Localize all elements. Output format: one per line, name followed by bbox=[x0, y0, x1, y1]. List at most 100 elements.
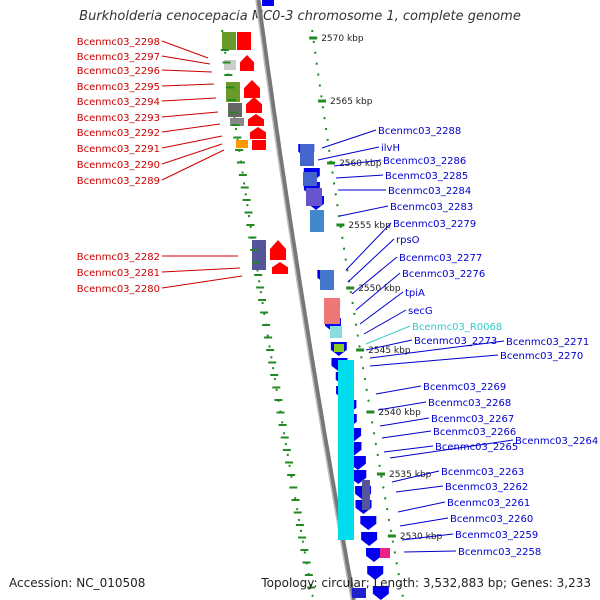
left-gene-label[interactable]: Bcenmc03_2289 bbox=[77, 176, 160, 187]
left-gene-label[interactable]: Bcenmc03_2298 bbox=[77, 37, 160, 48]
gene-block bbox=[230, 118, 244, 126]
reverse-gene-arrow bbox=[361, 532, 378, 546]
gene-leader-line bbox=[379, 417, 430, 427]
chromosome-backbone bbox=[255, 0, 356, 600]
left-gene-label[interactable]: Bcenmc03_2290 bbox=[77, 160, 160, 171]
forward-gene-arrow bbox=[248, 114, 264, 126]
gene-block bbox=[252, 140, 266, 150]
right-gene-label[interactable]: Bcenmc03_2266 bbox=[433, 427, 516, 438]
kbp-tick-label: 2570 kbp bbox=[321, 34, 364, 44]
gene-block bbox=[352, 588, 366, 598]
gene-leader-line bbox=[161, 40, 209, 59]
left-gene-label[interactable]: Bcenmc03_2294 bbox=[77, 97, 160, 108]
gene-leader-line bbox=[377, 401, 427, 411]
kbp-tick-label: 2545 kbp bbox=[368, 346, 411, 356]
right-gene-label[interactable]: Bcenmc03_2285 bbox=[385, 171, 468, 182]
gene-leader-line bbox=[161, 135, 223, 149]
left-gene-label[interactable]: Bcenmc03_2282 bbox=[77, 252, 160, 263]
gene-leader-line bbox=[351, 256, 398, 295]
gene-leader-line bbox=[161, 267, 241, 273]
left-gene-label[interactable]: Bcenmc03_2292 bbox=[77, 128, 160, 139]
gene-leader-line bbox=[161, 55, 211, 65]
gene-leader-line bbox=[321, 129, 377, 149]
right-gene-label[interactable]: Bcenmc03_2283 bbox=[390, 202, 473, 213]
right-gene-label[interactable]: Bcenmc03_2268 bbox=[428, 398, 511, 409]
gene-block bbox=[236, 140, 248, 148]
right-gene-label[interactable]: Bcenmc03_2288 bbox=[378, 126, 461, 137]
right-gene-label[interactable]: Bcenmc03_2261 bbox=[447, 498, 530, 509]
forward-gene-arrow bbox=[240, 55, 254, 71]
left-gene-label[interactable]: Bcenmc03_2291 bbox=[77, 144, 160, 155]
gene-block bbox=[222, 32, 236, 50]
forward-gene-arrow bbox=[250, 126, 266, 139]
gene-leader-line bbox=[333, 159, 382, 167]
right-gene-label[interactable]: Bcenmc03_2264 bbox=[515, 436, 598, 447]
gene-leader-line bbox=[391, 470, 440, 483]
gene-leader-line bbox=[345, 222, 392, 271]
right-gene-label[interactable]: rpsO bbox=[396, 235, 420, 246]
right-gene-label[interactable]: Bcenmc03_2284 bbox=[388, 186, 471, 197]
kbp-tick-label: 2540 kbp bbox=[378, 408, 421, 418]
right-gene-label[interactable]: Bcenmc03_2260 bbox=[450, 514, 533, 525]
feature-tracks bbox=[222, 0, 390, 600]
right-gene-label[interactable]: Bcenmc03_2286 bbox=[383, 156, 466, 167]
right-gene-label[interactable]: Bcenmc03_2259 bbox=[455, 530, 538, 541]
gene-block bbox=[300, 144, 314, 166]
gene-leader-line bbox=[161, 149, 225, 181]
right-gene-label[interactable]: tpiA bbox=[405, 288, 425, 299]
forward-gene-arrow bbox=[244, 80, 260, 98]
gene-block bbox=[330, 326, 342, 338]
gene-leader-line bbox=[355, 272, 401, 311]
right-gene-label[interactable]: Bcenmc03_2273 bbox=[414, 336, 497, 347]
right-gene-label[interactable]: secG bbox=[408, 306, 433, 317]
guide-rings bbox=[221, 29, 405, 600]
gene-block bbox=[334, 344, 344, 352]
gene-block bbox=[362, 480, 370, 510]
left-gene-label[interactable]: Bcenmc03_2280 bbox=[77, 284, 160, 295]
gene-leader-line bbox=[161, 123, 221, 133]
gene-leader-line bbox=[369, 340, 505, 359]
gene-leader-line bbox=[161, 83, 215, 87]
gene-leader-line bbox=[375, 385, 422, 395]
topology-text: Topology: circular; Length: 3,532,883 bp… bbox=[261, 576, 591, 590]
gene-block bbox=[310, 210, 324, 232]
gene-block bbox=[228, 103, 242, 117]
gene-leader-line bbox=[161, 97, 217, 102]
right-gene-label[interactable]: Bcenmc03_2269 bbox=[423, 382, 506, 393]
left-gene-label[interactable]: Bcenmc03_2295 bbox=[77, 82, 160, 93]
right-gene-label[interactable]: Bcenmc03_2258 bbox=[458, 547, 541, 558]
accession-text: Accession: NC_010508 bbox=[9, 576, 146, 590]
gene-leader-line bbox=[403, 550, 457, 553]
gene-labels: Bcenmc03_2298Bcenmc03_2297Bcenmc03_2296B… bbox=[77, 37, 599, 558]
gene-block bbox=[380, 548, 390, 558]
right-gene-label[interactable]: Bcenmc03_2270 bbox=[500, 351, 583, 362]
kbp-tick-label: 2560 kbp bbox=[339, 159, 382, 169]
right-gene-label[interactable]: Bcenmc03_2267 bbox=[431, 414, 514, 425]
right-gene-label[interactable]: Bcenmc03_2277 bbox=[399, 253, 482, 264]
right-gene-label[interactable]: Bcenmc03_2279 bbox=[393, 219, 476, 230]
right-gene-label[interactable]: Bcenmc03_2262 bbox=[445, 482, 528, 493]
left-gene-label[interactable]: Bcenmc03_2297 bbox=[77, 52, 160, 63]
gene-leader-line bbox=[161, 111, 219, 118]
right-gene-label[interactable]: ilvH bbox=[381, 143, 400, 154]
gene-leader-line bbox=[161, 143, 223, 165]
left-gene-label[interactable]: Bcenmc03_2293 bbox=[77, 113, 160, 124]
forward-gene-arrow bbox=[270, 240, 286, 260]
right-gene-label[interactable]: Bcenmc03_2263 bbox=[441, 467, 524, 478]
kbp-tick-label: 2565 kbp bbox=[330, 97, 373, 107]
kbp-tick-label: 2535 kbp bbox=[389, 470, 432, 480]
right-gene-label[interactable]: Bcenmc03_2265 bbox=[435, 442, 518, 453]
right-gene-label[interactable]: Bcenmc03_2271 bbox=[506, 337, 589, 348]
backbone-highlight bbox=[255, 0, 353, 600]
gene-leader-line bbox=[347, 238, 395, 283]
right-gene-label[interactable]: Bcenmc03_R0068 bbox=[412, 322, 502, 333]
gene-block bbox=[320, 270, 334, 290]
left-gene-label[interactable]: Bcenmc03_2296 bbox=[77, 66, 160, 77]
right-gene-label[interactable]: Bcenmc03_2276 bbox=[402, 269, 485, 280]
map-title: Burkholderia cenocepacia MC0-3 chromosom… bbox=[79, 9, 521, 24]
gene-leader-line bbox=[401, 533, 454, 541]
gene-leader-line bbox=[359, 291, 404, 325]
left-gene-label[interactable]: Bcenmc03_2281 bbox=[77, 268, 160, 279]
gene-block bbox=[338, 360, 354, 540]
